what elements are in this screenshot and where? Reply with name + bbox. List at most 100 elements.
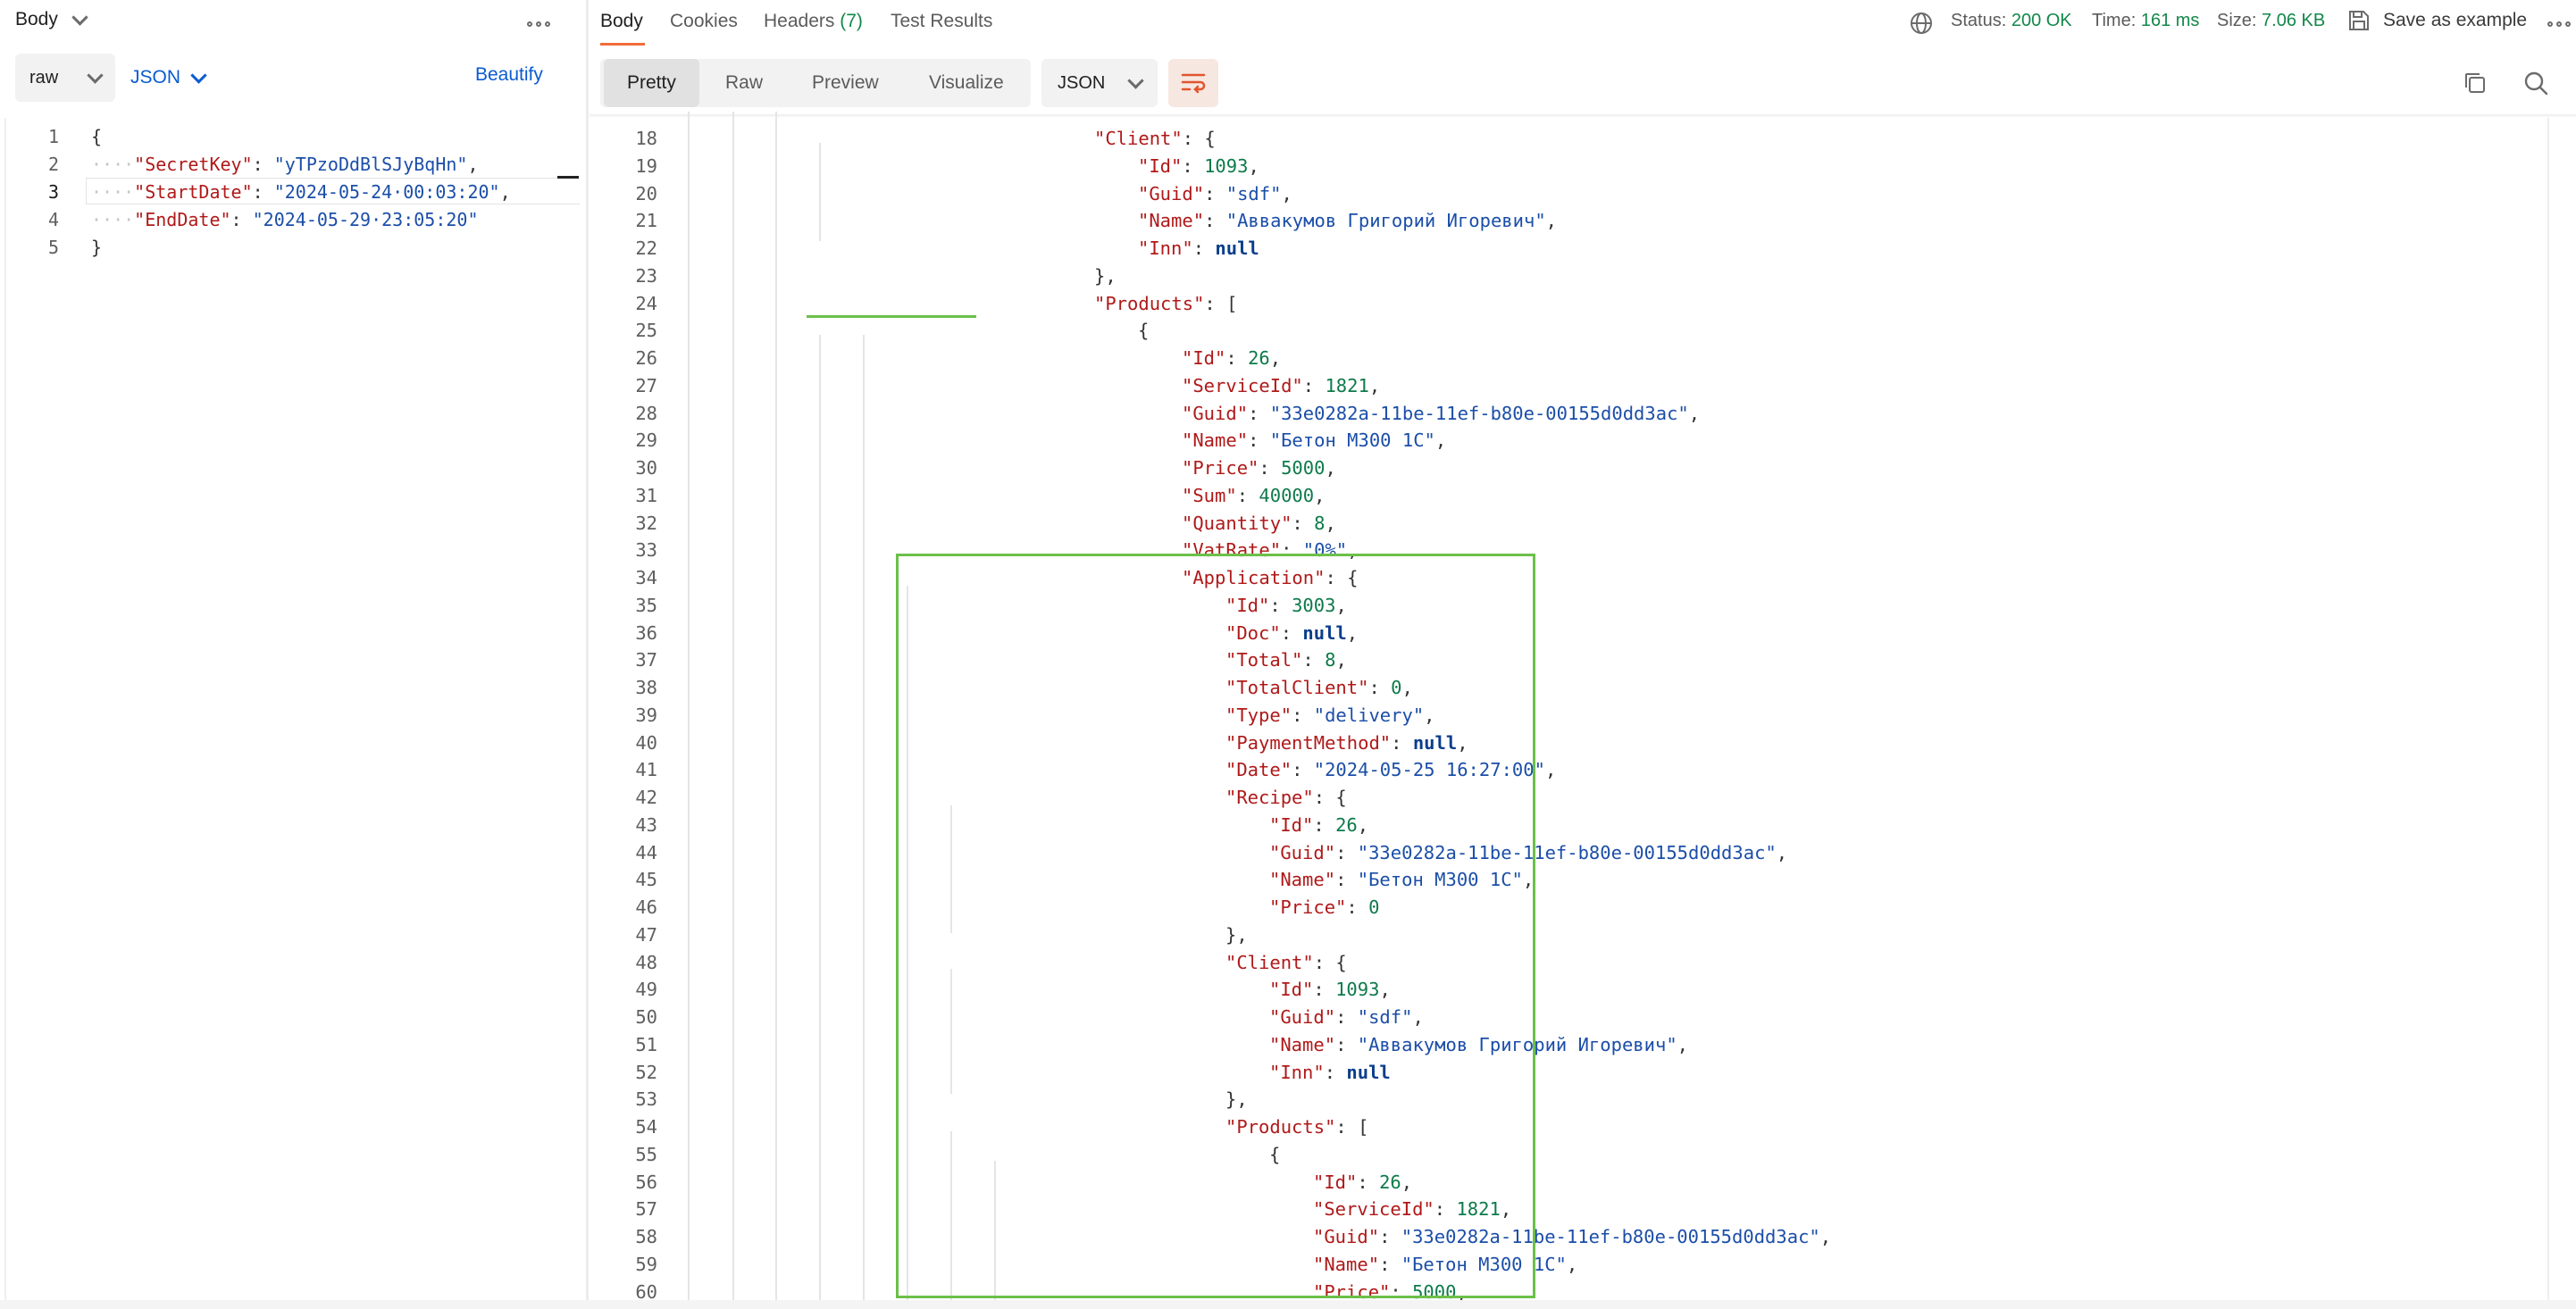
response-status[interactable]: Status: 200 OK xyxy=(1951,11,2072,31)
code-line[interactable]: 1{ xyxy=(0,123,572,151)
code-token: : xyxy=(1303,375,1326,396)
code-line: 20"Guid": "sdf", xyxy=(591,180,2538,208)
line-number: 32 xyxy=(591,510,657,538)
line-number: 34 xyxy=(591,564,657,592)
save-as-example-button[interactable]: Save as example xyxy=(2347,9,2527,32)
code-line[interactable]: 2····"SecretKey": "yTPzoDdBlSJyBqHn", xyxy=(0,151,572,179)
line-number: 36 xyxy=(591,620,657,647)
tab-test-results[interactable]: Test Results xyxy=(891,11,992,32)
response-time[interactable]: Time: 161 ms xyxy=(2092,11,2199,31)
code-token: "Аввакумов Григорий Игоревич" xyxy=(1226,210,1546,231)
code-line: 56"Id": 26, xyxy=(591,1169,2538,1196)
code-token: 40000 xyxy=(1259,485,1314,506)
code-text: "Client": { xyxy=(1094,125,1216,153)
annotation-underline xyxy=(807,315,976,318)
view-raw-button[interactable]: Raw xyxy=(725,59,763,107)
line-number: 38 xyxy=(591,674,657,702)
code-line[interactable]: 3····"StartDate": "2024-05-24·00:03:20", xyxy=(0,179,572,206)
code-token: "Products" xyxy=(1094,293,1204,314)
code-line: 47}, xyxy=(591,921,2538,949)
view-preview-button[interactable]: Preview xyxy=(812,59,879,107)
line-number: 4 xyxy=(0,206,59,234)
code-token: "33e0282a-11be-11ef-b80e-00155d0dd3ac" xyxy=(1270,403,1689,424)
line-number: 29 xyxy=(591,427,657,454)
line-number: 2 xyxy=(0,151,59,179)
status-label: Status: xyxy=(1951,11,2006,30)
tab-headers[interactable]: Headers (7) xyxy=(764,11,863,32)
code-line: 57"ServiceId": 1821, xyxy=(591,1196,2538,1223)
line-number: 42 xyxy=(591,784,657,812)
code-token: , xyxy=(1545,759,1556,780)
code-text: "Guid": "sdf", xyxy=(1138,180,1292,208)
line-number: 41 xyxy=(591,756,657,784)
code-text: "Name": "Бетон М300 1С", xyxy=(1182,427,1446,454)
code-line: 33"VatRate": "0%", xyxy=(591,537,2538,564)
bottom-scroll-track xyxy=(0,1300,2576,1309)
code-token: "StartDate" xyxy=(134,181,252,203)
code-token: "sdf" xyxy=(1226,183,1282,204)
tab-cookies[interactable]: Cookies xyxy=(670,11,738,32)
tab-headers-label: Headers xyxy=(764,11,834,31)
line-number: 53 xyxy=(591,1086,657,1113)
more-icon[interactable] xyxy=(527,21,550,27)
line-number: 25 xyxy=(591,317,657,345)
globe-icon[interactable] xyxy=(1910,12,1933,39)
response-scrollbar[interactable] xyxy=(2547,118,2549,1309)
response-size[interactable]: Size: 7.06 KB xyxy=(2217,11,2325,31)
line-number: 18 xyxy=(591,125,657,153)
line-number: 27 xyxy=(591,372,657,400)
line-number: 50 xyxy=(591,1004,657,1031)
line-number: 39 xyxy=(591,702,657,730)
code-line: 26"Id": 26, xyxy=(591,345,2538,372)
wrap-lines-button[interactable] xyxy=(1168,59,1218,107)
line-number: 51 xyxy=(591,1031,657,1059)
code-token: "Sum" xyxy=(1182,485,1237,506)
response-format-value: JSON xyxy=(1058,73,1105,94)
code-token: "Price" xyxy=(1182,457,1259,479)
response-format-select[interactable]: JSON xyxy=(1041,59,1158,107)
code-token: : xyxy=(231,209,253,230)
code-token: , xyxy=(1325,513,1335,534)
size-label: Size: xyxy=(2217,11,2256,30)
code-line[interactable]: 5} xyxy=(0,234,572,262)
code-line: 41"Date": "2024-05-25 16:27:00", xyxy=(591,756,2538,784)
copy-icon[interactable] xyxy=(2462,70,2488,101)
line-number: 22 xyxy=(591,235,657,263)
code-text: "ServiceId": 1821, xyxy=(1182,372,1380,400)
chevron-down-icon xyxy=(190,67,206,83)
code-line: 36"Doc": null, xyxy=(591,620,2538,647)
code-token: , xyxy=(1369,375,1380,396)
view-pretty-button[interactable]: Pretty xyxy=(604,59,699,107)
code-token: "Client" xyxy=(1094,128,1183,149)
more-icon[interactable] xyxy=(2547,21,2571,27)
code-text: ····"StartDate": "2024-05-24·00:03:20", xyxy=(91,179,511,206)
code-text: ····"EndDate": "2024-05-29·23:05:20" xyxy=(91,206,479,234)
tab-body[interactable]: Body xyxy=(600,11,643,32)
code-token: : xyxy=(1193,238,1216,259)
status-value: 200 OK xyxy=(2011,11,2072,30)
code-line: 51"Name": "Аввакумов Григорий Игоревич", xyxy=(591,1031,2538,1059)
body-format-select[interactable]: JSON xyxy=(130,54,205,102)
code-line: 35"Id": 3003, xyxy=(591,592,2538,620)
panel-divider[interactable] xyxy=(586,0,589,1309)
code-token: { xyxy=(91,126,102,147)
body-section-dropdown[interactable]: Body xyxy=(15,9,86,30)
chevron-down-icon xyxy=(71,9,88,25)
line-number: 24 xyxy=(591,290,657,318)
line-number: 48 xyxy=(591,949,657,977)
search-icon[interactable] xyxy=(2522,70,2549,101)
code-line: 42"Recipe": { xyxy=(591,784,2538,812)
code-token: "ServiceId" xyxy=(1182,375,1303,396)
view-visualize-button[interactable]: Visualize xyxy=(929,59,1004,107)
line-number: 26 xyxy=(591,345,657,372)
request-body-panel: Body raw JSON Beautify 1{2····"SecretKey… xyxy=(0,0,588,1309)
code-line[interactable]: 4 ····"EndDate": "2024-05-29·23:05:20" xyxy=(0,206,572,234)
line-number: 23 xyxy=(591,263,657,290)
code-token: ···· xyxy=(91,209,134,230)
annotation-highlight-box xyxy=(896,554,1535,1298)
line-number: 45 xyxy=(591,866,657,894)
code-token: : xyxy=(1204,183,1226,204)
code-token: 8 xyxy=(1314,513,1325,534)
beautify-button[interactable]: Beautify xyxy=(475,64,543,86)
body-mode-select[interactable]: raw xyxy=(15,54,115,102)
